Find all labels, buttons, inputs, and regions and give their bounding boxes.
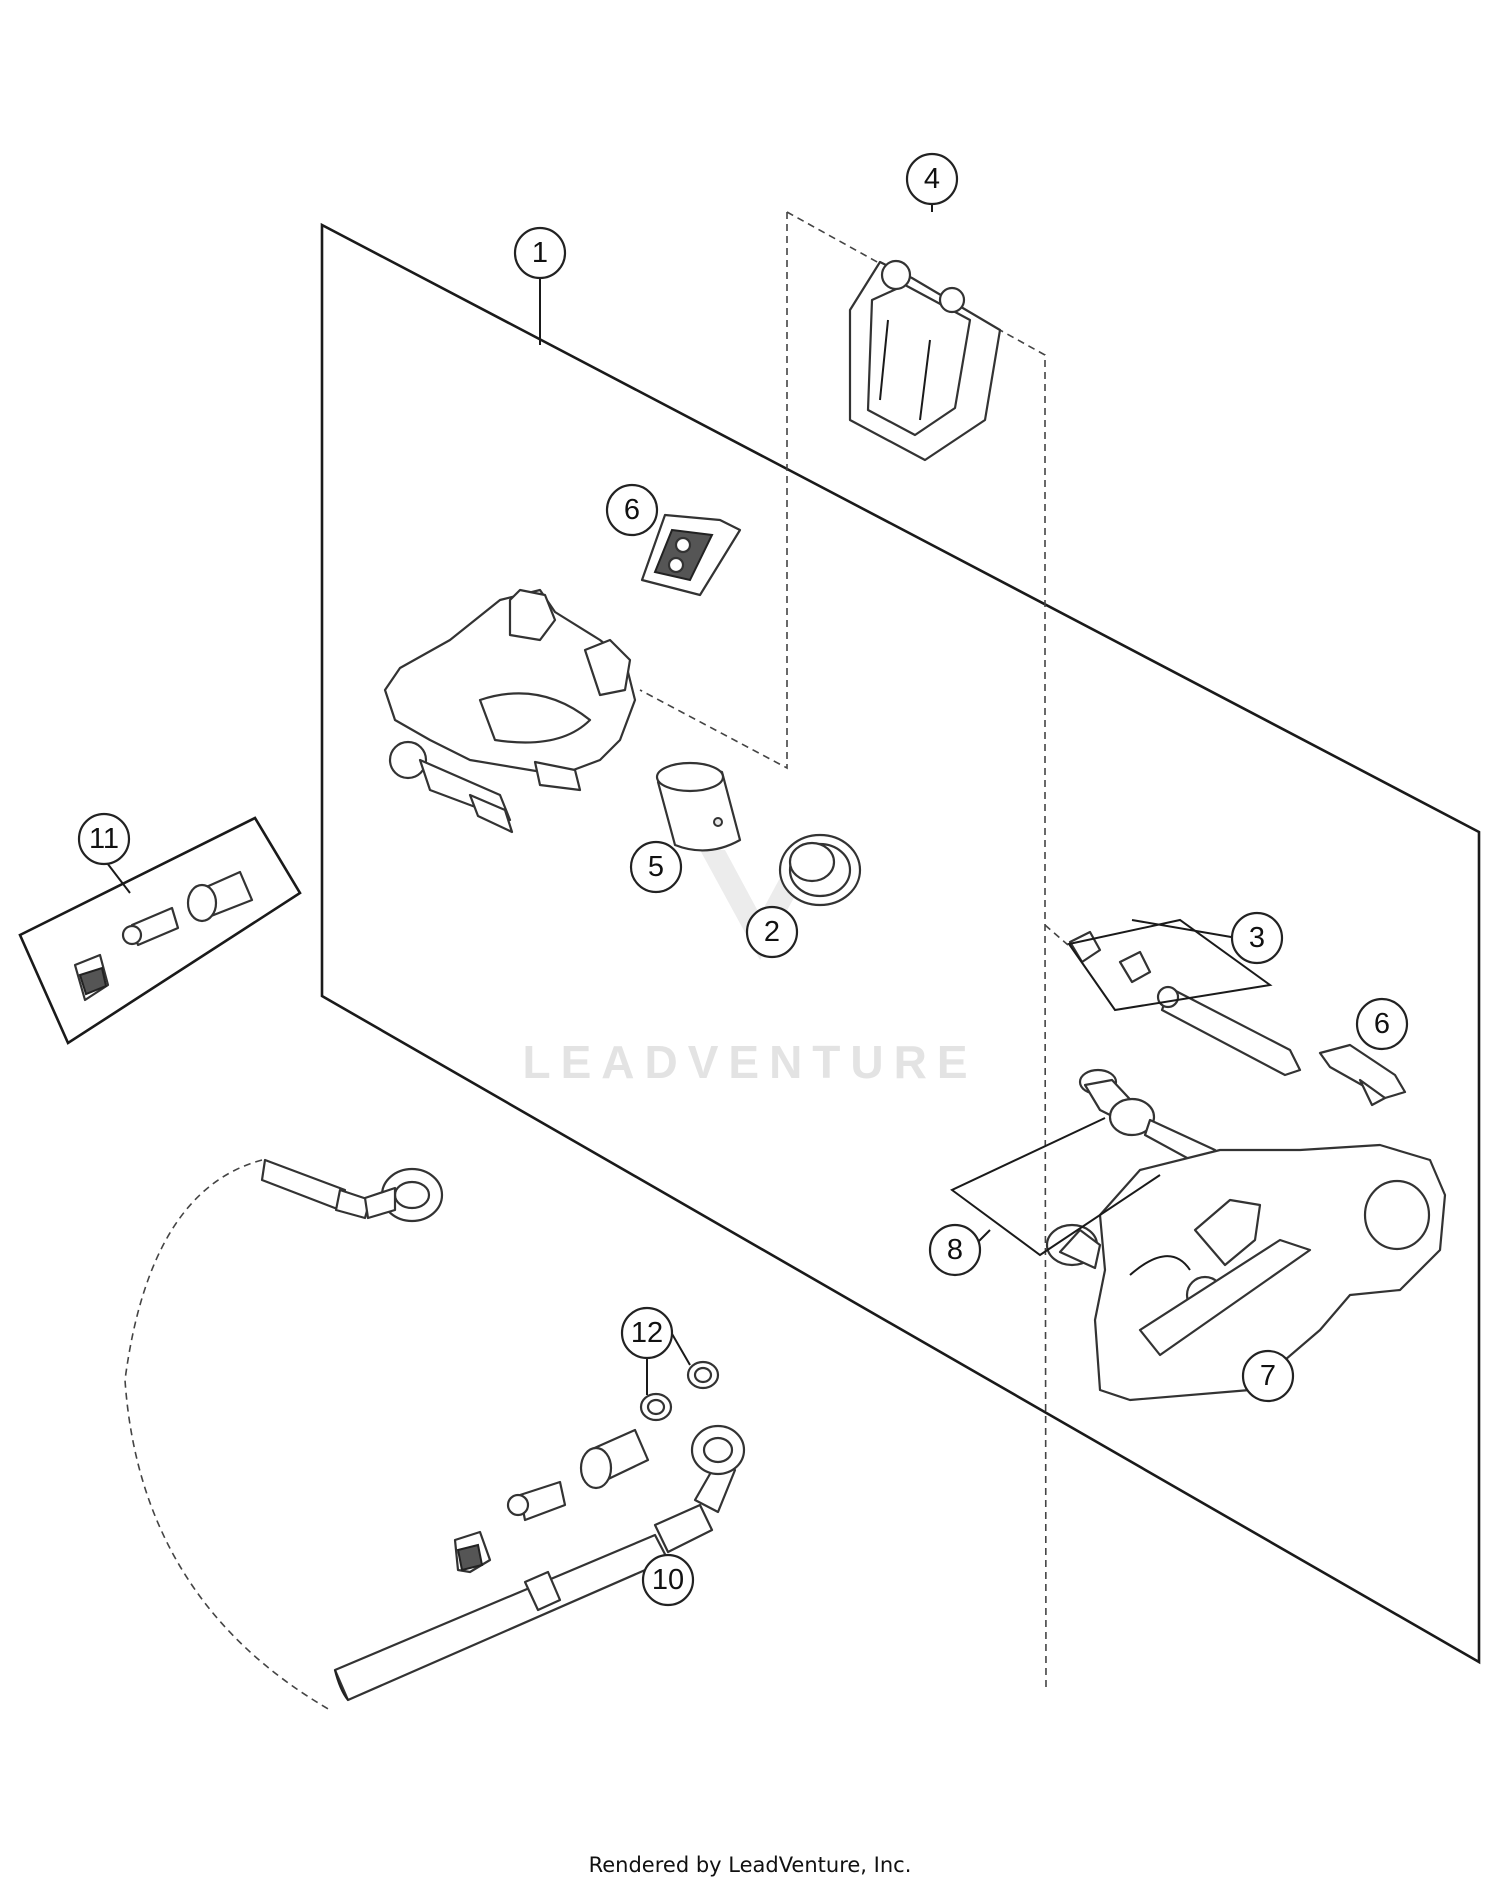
svg-text:2: 2 <box>764 916 780 948</box>
piston-part <box>655 761 742 852</box>
bleeder-kit-part <box>73 870 254 1002</box>
piston-seal-part <box>778 833 862 907</box>
callout-7: 7 <box>1241 1349 1295 1403</box>
pin-dashed-guide <box>1044 924 1069 946</box>
callout-3: 3 <box>1230 911 1284 965</box>
watermark: LEADVENTURE <box>522 850 977 1088</box>
svg-text:4: 4 <box>924 163 940 195</box>
callout-8: 8 <box>928 1223 982 1277</box>
brake-hose-part <box>333 1424 746 1702</box>
caliper-bracket-part <box>1093 1143 1447 1402</box>
svg-text:12: 12 <box>631 1317 663 1349</box>
watermark-text: LEADVENTURE <box>522 1036 977 1088</box>
bleeder-valve-part <box>453 1428 650 1574</box>
caliper-body-part <box>383 588 637 834</box>
brake-pads-part <box>848 259 1002 462</box>
callout-12: 12 <box>620 1306 674 1360</box>
svg-text:11: 11 <box>89 823 119 855</box>
svg-text:8: 8 <box>947 1234 963 1266</box>
retaining-plate-part <box>1318 1043 1407 1107</box>
brake-pad-dashed-guide <box>639 212 788 770</box>
callout-11: 11 <box>77 812 131 866</box>
seal-washers-part <box>639 1360 720 1422</box>
callout-6-right: 6 <box>1355 997 1409 1051</box>
pad-spring-part <box>640 513 742 597</box>
callout-10: 10 <box>641 1553 695 1607</box>
callout-1: 1 <box>513 226 567 280</box>
svg-text:3: 3 <box>1249 922 1265 954</box>
svg-text:6: 6 <box>1374 1008 1390 1040</box>
bleeder-kit-panel <box>18 816 302 1045</box>
callout-5: 5 <box>629 840 683 894</box>
svg-text:5: 5 <box>648 851 664 883</box>
svg-text:7: 7 <box>1260 1360 1276 1392</box>
hose-top-part <box>260 1158 444 1223</box>
callout-2: 2 <box>745 905 799 959</box>
footer-credit: Rendered by LeadVenture, Inc. <box>588 1853 912 1877</box>
brake-hose-dashed-line <box>124 1159 331 1711</box>
callout-4: 4 <box>905 152 959 206</box>
svg-text:6: 6 <box>624 494 640 526</box>
caliper-assembly-panel <box>320 222 1481 1665</box>
svg-text:1: 1 <box>532 237 548 269</box>
svg-text:10: 10 <box>652 1564 684 1596</box>
callout-6-top: 6 <box>605 483 659 537</box>
